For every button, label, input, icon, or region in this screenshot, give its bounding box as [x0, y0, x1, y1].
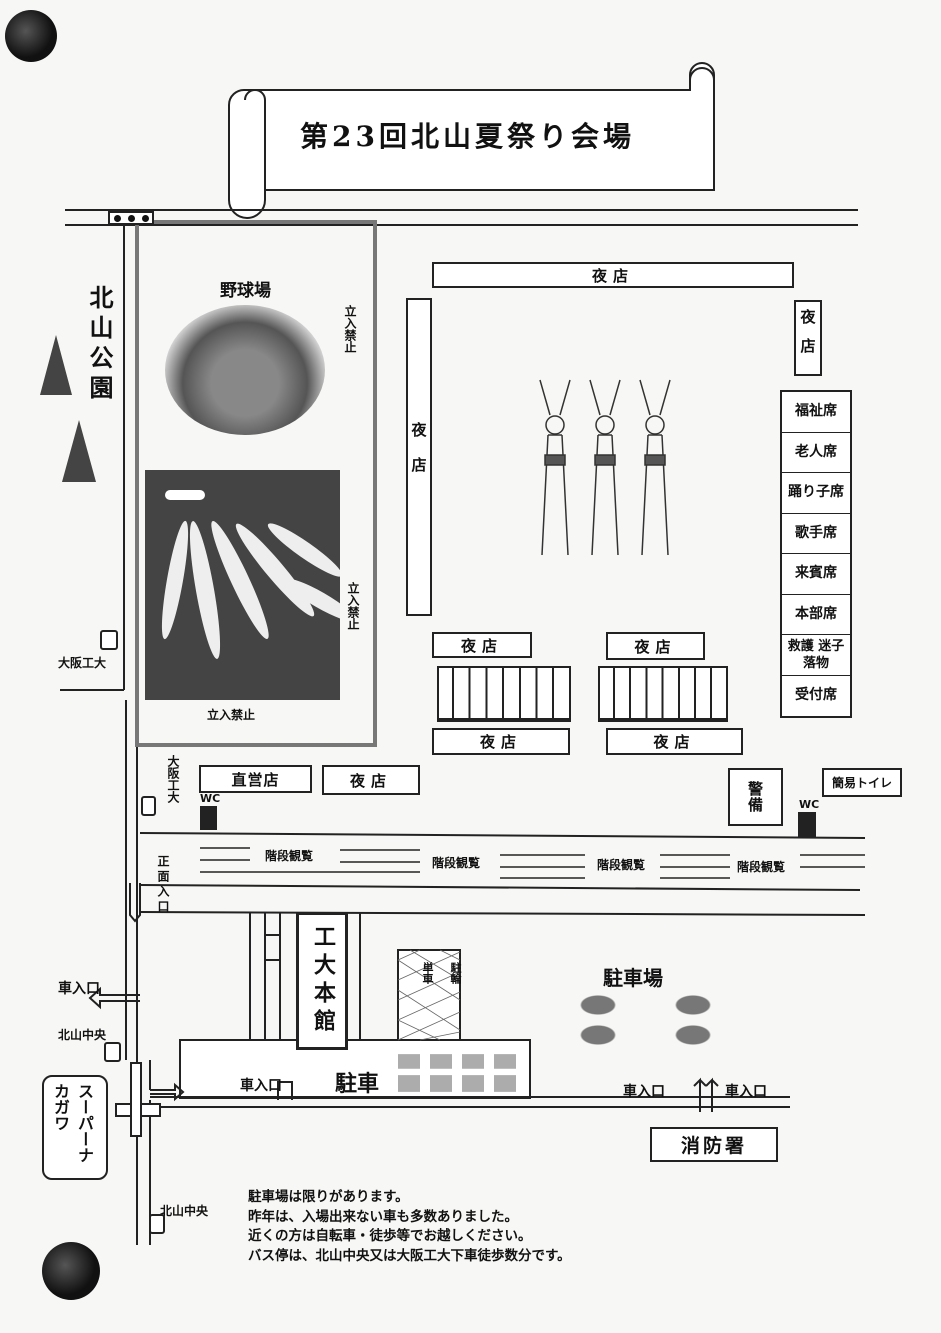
night-stall: 夜店	[606, 728, 743, 755]
tree-icon	[40, 335, 72, 395]
seat-headquarters: 本部席	[782, 595, 850, 635]
night-stall: 夜店	[794, 300, 822, 376]
baseball-stadium-image	[165, 305, 325, 435]
restroom-icon	[200, 806, 217, 830]
bus-stop-icon	[149, 1214, 165, 1234]
tree-icon	[62, 420, 96, 482]
traffic-light-icon	[108, 211, 154, 225]
parking-label: 駐車	[335, 1072, 380, 1097]
bus-stop-icon	[141, 796, 156, 816]
notice-line: 近くの方は自転車・徒歩等でお越しください。	[248, 1228, 532, 1244]
no-entry-label: 立入禁止	[343, 305, 357, 353]
baseball-label: 野球場	[220, 281, 271, 301]
no-entry-label: 立入禁止	[346, 582, 360, 630]
bus-stop-icon	[104, 1042, 121, 1062]
motorbike-parking-label: 単車	[421, 962, 434, 984]
traffic-light-pole	[130, 1062, 142, 1137]
seat-welfare: 福祉席	[782, 392, 850, 433]
notice-line: 駐車場は限りがあります。	[248, 1189, 409, 1205]
bus-stop-label: 北山中央	[58, 1028, 107, 1042]
notice-text: 駐車場は限りがあります。 昨年は、入場出来ない車も多数ありました。 近くの方は自…	[248, 1188, 571, 1266]
bus-stop-label: 北山中央	[160, 1204, 209, 1218]
car-entrance-label: 車入口	[725, 1084, 767, 1100]
night-stall: 夜店	[432, 632, 532, 658]
fire-station: 消防署	[650, 1127, 778, 1162]
stand-seating: 階段観覧	[265, 849, 314, 863]
seat-first-aid-lost-found: 救護 迷子 落物	[782, 635, 850, 676]
bus-stop-icon	[100, 630, 118, 650]
field-photo	[145, 470, 340, 700]
car-icons	[578, 990, 718, 1052]
wc-label: WC	[799, 798, 820, 811]
wc-label: WC	[200, 792, 221, 805]
night-stall: 夜店	[606, 632, 705, 660]
night-stall: 夜店	[406, 298, 432, 616]
no-entry-label: 立入禁止	[207, 708, 256, 722]
parking-lot-label: 駐車場	[603, 966, 663, 990]
seat-dancers: 踊り子席	[782, 473, 850, 514]
stand-seating: 階段観覧	[432, 856, 481, 870]
seat-singers: 歌手席	[782, 514, 850, 554]
seat-guests: 来賓席	[782, 554, 850, 595]
pushpin-icon	[5, 10, 57, 62]
security: 警備	[728, 768, 783, 826]
night-stall: 夜店	[322, 765, 420, 795]
main-entrance-label: 正面入口	[156, 855, 170, 915]
chairs-group	[598, 666, 728, 722]
notice-line: バス停は、北山中央又は大阪工大下車徒歩数分です。	[248, 1247, 571, 1264]
car-entrance-label: 車入口	[58, 981, 100, 997]
simple-toilet: 簡易トイレ	[822, 768, 902, 797]
park-label: 北山公園	[85, 285, 113, 405]
stand-seating: 階段観覧	[597, 858, 646, 872]
night-stall: 夜店	[432, 262, 794, 288]
bike-parking: 駐輪単車	[420, 962, 462, 984]
restroom-icon	[798, 812, 816, 838]
car-entrance-label: 車入口	[623, 1084, 665, 1100]
stand-seating: 階段観覧	[737, 860, 786, 874]
seating-column: 福祉席 老人席 踊り子席 歌手席 来賓席 本部席 救護 迷子 落物 受付席	[780, 390, 852, 718]
event-title: 第23回北山夏祭り会場	[300, 120, 635, 153]
supermarket: スーパーナカガワ	[42, 1075, 108, 1180]
direct-shop: 直営店	[199, 765, 312, 793]
night-stall: 夜店	[432, 728, 570, 755]
bus-stop-label: 大阪工大	[166, 755, 180, 803]
main-building: 工大本館	[296, 912, 348, 1050]
seat-reception: 受付席	[795, 687, 837, 704]
notice-line: 昨年は、入場出来ない車も多数ありました。	[248, 1208, 518, 1225]
bus-stop-label: 大阪工大	[58, 656, 107, 670]
pushpin-icon	[42, 1242, 100, 1300]
chairs-group	[437, 666, 571, 722]
seat-elderly: 老人席	[782, 433, 850, 473]
car-entrance-label: 車入口	[240, 1078, 282, 1094]
dancers-illustration	[520, 370, 690, 560]
bike-parking-label: 駐輪	[449, 962, 462, 984]
